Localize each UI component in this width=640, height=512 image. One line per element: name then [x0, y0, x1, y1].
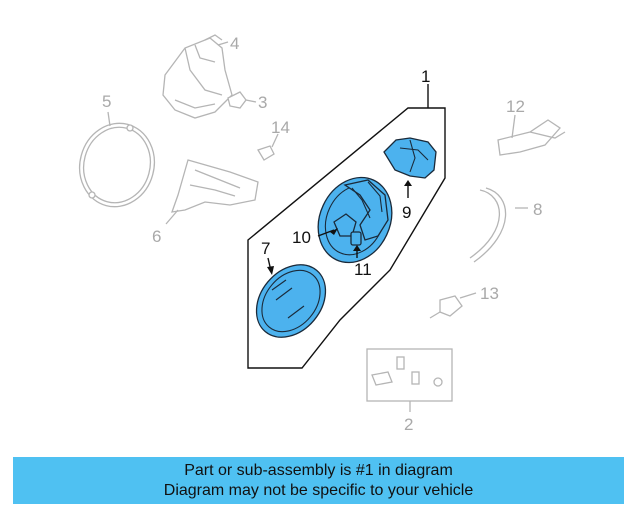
callout-4: 4 — [230, 34, 239, 53]
headlamp-body-drawing — [317, 176, 393, 264]
part-2-hardware-kit-drawing — [366, 348, 453, 412]
callout-1: 1 — [421, 67, 430, 86]
part-14-screw-drawing — [257, 133, 279, 161]
callout-3: 3 — [258, 93, 267, 112]
info-banner: Part or sub-assembly is #1 in diagram Di… — [13, 457, 624, 504]
part-11-small-bulb-drawing — [350, 231, 362, 258]
assembly-outline — [247, 84, 446, 369]
part-9-cover-drawing — [383, 137, 437, 198]
callout-8: 8 — [533, 200, 542, 219]
callout-2: 2 — [404, 415, 413, 434]
banner-line-1: Part or sub-assembly is #1 in diagram — [184, 462, 453, 479]
callout-12: 12 — [506, 97, 525, 116]
part-10-bulb-drawing — [317, 213, 357, 237]
part-6-bracket-drawing — [165, 159, 259, 225]
part-7-lens-drawing — [255, 257, 327, 338]
part-5-ring-drawing — [78, 111, 156, 208]
callout-11: 11 — [354, 260, 372, 279]
callout-6: 6 — [152, 227, 161, 246]
part-12-harness-drawing — [497, 114, 566, 156]
parts-diagram: 4 3 5 14 6 12 8 — [78, 34, 566, 434]
callout-7: 7 — [261, 239, 270, 258]
callout-5: 5 — [102, 92, 111, 111]
callout-10: 10 — [292, 228, 311, 247]
part-13-connector-drawing — [429, 292, 477, 319]
part-4-housing-drawing — [162, 34, 233, 119]
part-8-trim-drawing — [469, 187, 528, 263]
part-3-clip-drawing — [227, 91, 257, 109]
callout-9: 9 — [402, 203, 411, 222]
banner-line-2: Diagram may not be specific to your vehi… — [163, 482, 474, 499]
callout-13: 13 — [480, 284, 499, 303]
callout-14: 14 — [271, 118, 290, 137]
